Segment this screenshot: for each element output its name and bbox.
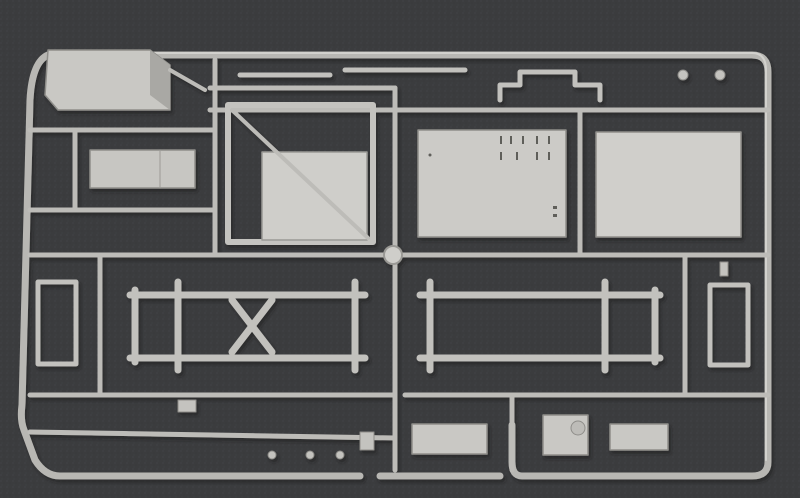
sprue-frame [17, 49, 772, 480]
bottom-box-part-3 [609, 423, 669, 451]
sprue-hub [383, 245, 403, 265]
small-frame-right [707, 282, 751, 368]
horizontal-runners [27, 85, 771, 441]
chassis-frame-left [126, 278, 369, 374]
bottom-round-detail [570, 420, 586, 436]
bottom-box-part-2 [542, 414, 589, 456]
vertical-runners [72, 57, 688, 473]
small-panel [89, 149, 196, 189]
outer-runner-highlight [47, 52, 767, 461]
large-panel-right [595, 131, 742, 238]
chassis-frame-right [416, 278, 664, 374]
framed-panel-diagonal [225, 102, 376, 245]
small-frame-left [35, 279, 79, 367]
bottom-box-part-1 [411, 423, 488, 455]
top-small-parts [237, 67, 603, 103]
small-pegs [177, 69, 729, 460]
large-panel-center [417, 129, 567, 238]
box-part-top-left [44, 49, 207, 111]
